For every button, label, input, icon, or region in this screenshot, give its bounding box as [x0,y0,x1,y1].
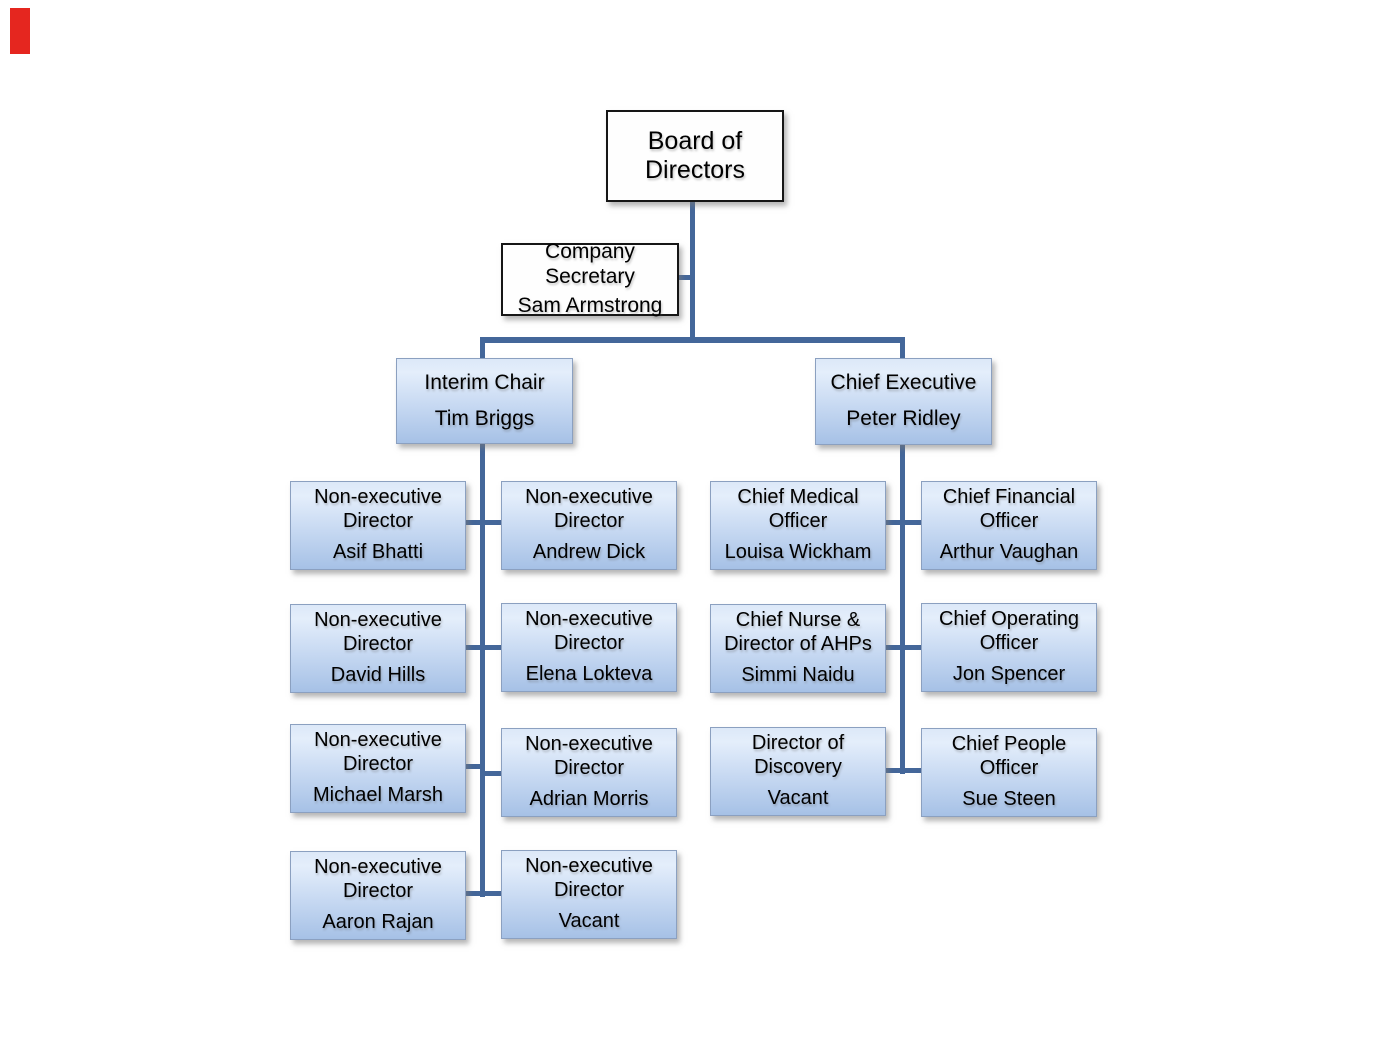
node-chief-operating-officer: Chief Operating Officer Jon Spencer [921,603,1097,692]
node-person: Peter Ridley [846,407,961,430]
node-title: Non-executive Director [314,486,442,532]
connector-left-row1-stub [464,520,501,525]
node-person: Elena Lokteva [525,663,653,686]
node-title: Non-executive Director [525,486,653,532]
node-ned-aaron-rajan: Non-executive Director Aaron Rajan [290,851,466,940]
connector-left-row4-stub [464,891,501,896]
node-person: David Hills [330,664,426,687]
node-person: Aaron Rajan [322,911,434,934]
connector-right-row3-stub [884,768,921,773]
node-person: Vacant [558,910,620,933]
node-ned-michael-marsh: Non-executive Director Michael Marsh [290,724,466,813]
connector-left-row3-stub-a [464,764,485,769]
node-ned-david-hills: Non-executive Director David Hills [290,604,466,693]
node-ned-vacant: Non-executive Director Vacant [501,850,677,939]
node-person: Adrian Morris [529,788,649,811]
node-title: Chief People Officer [951,733,1067,779]
connector-exec-drop [900,337,905,358]
node-company-secretary: Company Secretary Sam Armstrong [501,240,679,318]
node-title: Chief Operating Officer [938,608,1080,654]
connector-right-spine [900,442,905,774]
node-ned-elena-lokteva: Non-executive Director Elena Lokteva [501,603,677,692]
node-ned-asif-bhatti: Non-executive Director Asif Bhatti [290,481,466,570]
node-chief-executive: Chief Executive Peter Ridley [815,358,992,445]
node-person: Louisa Wickham [724,541,872,564]
node-title: Interim Chair [424,370,545,394]
node-chief-nurse: Chief Nurse & Director of AHPs Simmi Nai… [710,604,886,693]
node-title: Non-executive Director [525,733,653,779]
node-title: Non-executive Director [525,608,653,654]
node-person: Sue Steen [962,788,1056,811]
node-person: Simmi Naidu [741,664,855,687]
connector-left-row2-stub [464,645,501,650]
node-board-of-directors: Board of Directors [606,110,784,202]
node-person: Jon Spencer [952,663,1066,686]
node-person: Tim Briggs [434,406,535,430]
node-title: Company Secretary [545,240,635,288]
node-person: Vacant [767,787,829,810]
node-person: Sam Armstrong [517,294,663,318]
node-person: Andrew Dick [532,541,646,564]
node-ned-adrian-morris: Non-executive Director Adrian Morris [501,728,677,817]
node-title: Non-executive Director [314,609,442,655]
node-ned-andrew-dick: Non-executive Director Andrew Dick [501,481,677,570]
node-chief-medical-officer: Chief Medical Officer Louisa Wickham [710,481,886,570]
connector-secretary-stub [674,275,692,280]
node-title: Non-executive Director [525,855,653,901]
connector-left-row3-stub-b [480,771,501,776]
node-chief-people-officer: Chief People Officer Sue Steen [921,728,1097,817]
node-person: Asif Bhatti [332,541,424,564]
node-title: Chief Executive [830,371,977,395]
connector-distribution-horizontal [480,337,905,343]
node-director-of-discovery: Director of Discovery Vacant [710,727,886,816]
node-title: Chief Nurse & Director of AHPs [724,609,872,655]
connector-right-row1-stub [884,520,921,525]
connector-root-vertical [690,197,695,343]
connector-right-row2-stub [884,645,921,650]
node-title: Non-executive Director [314,856,442,902]
red-marker [10,8,30,54]
node-person: Michael Marsh [312,784,444,807]
node-interim-chair: Interim Chair Tim Briggs [396,358,573,444]
node-title: Chief Financial Officer [942,486,1076,532]
node-title: Chief Medical Officer [737,486,859,532]
node-title: Non-executive Director [314,729,442,775]
node-chief-financial-officer: Chief Financial Officer Arthur Vaughan [921,481,1097,570]
node-title: Director of Discovery [751,732,845,778]
connector-chair-drop [480,337,485,358]
connector-left-spine [480,441,485,897]
node-person: Arthur Vaughan [939,541,1079,564]
node-title: Board of Directors [644,126,745,184]
